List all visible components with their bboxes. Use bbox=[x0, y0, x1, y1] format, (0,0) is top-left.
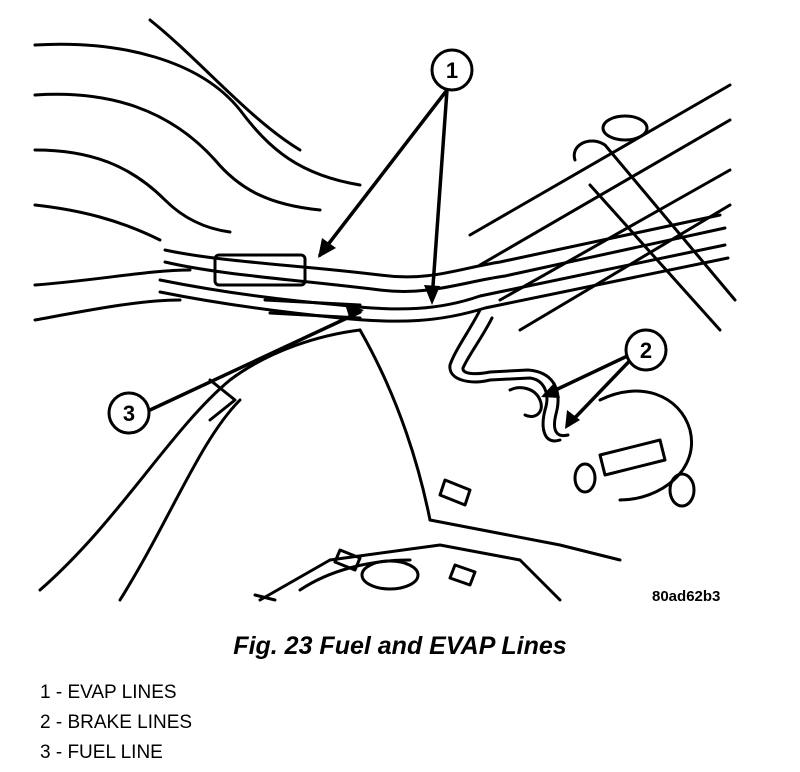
legend-list: 1 - EVAP LINES 2 - BRAKE LINES 3 - FUEL … bbox=[40, 678, 192, 768]
legend-item-brake-lines: 2 - BRAKE LINES bbox=[40, 712, 193, 733]
body-panel-contours bbox=[33, 18, 362, 322]
callout-3-number: 3 bbox=[123, 401, 135, 426]
line-drawing-illustration: 1 2 3 bbox=[33, 18, 737, 602]
brake-lines bbox=[448, 308, 570, 443]
callout-2-number: 2 bbox=[640, 338, 652, 363]
figure-caption: Fig. 23 Fuel and EVAP Lines bbox=[233, 632, 567, 660]
legend-item-evap-lines: 1 - EVAP LINES bbox=[40, 682, 177, 703]
legend-item-fuel-line: 3 - FUEL LINE bbox=[40, 742, 163, 763]
leader-lines bbox=[148, 88, 642, 427]
frame-rail bbox=[468, 83, 737, 332]
fuel-line bbox=[158, 243, 730, 323]
callout-2: 2 bbox=[624, 328, 668, 372]
callout-1: 1 bbox=[430, 48, 474, 92]
callout-1-number: 1 bbox=[446, 58, 458, 83]
floor-structure bbox=[38, 328, 696, 602]
arrowheads bbox=[318, 238, 580, 429]
evap-lines bbox=[163, 213, 727, 293]
callout-3: 3 bbox=[107, 391, 151, 435]
figure-reference-code: 80ad62b3 bbox=[652, 588, 721, 605]
